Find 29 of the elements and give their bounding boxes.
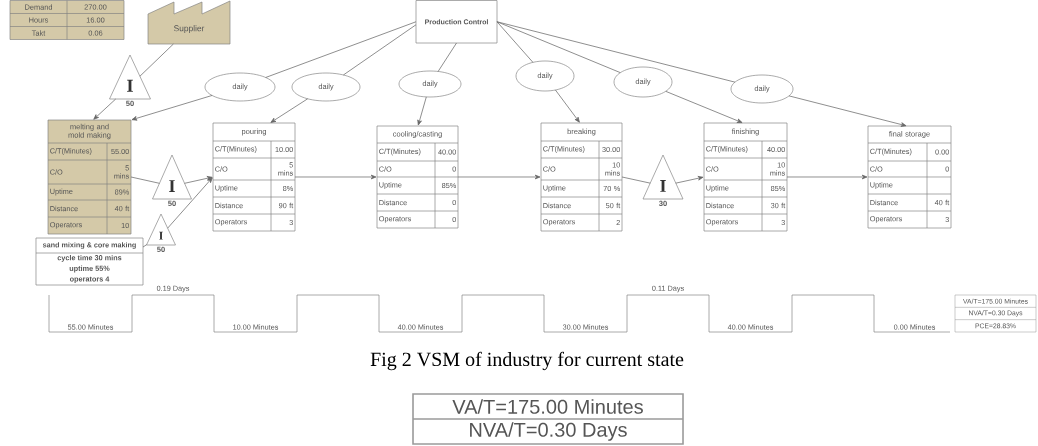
flow-arrow	[788, 95, 907, 127]
flow-arrow	[665, 90, 743, 123]
inventory-triangle: I	[642, 154, 684, 200]
flow-arrow	[675, 176, 704, 184]
flow-arrow	[93, 98, 117, 120]
flow-arrow	[184, 176, 213, 184]
inventory-triangle: I	[152, 154, 192, 200]
flow-arrow	[294, 174, 377, 180]
summary-metric: VA/T=175.00 Minutes	[452, 399, 643, 414]
flow-arrow	[131, 95, 213, 121]
connector-line	[142, 244, 147, 248]
flow-arrow	[555, 89, 580, 123]
connector-line	[437, 42, 457, 72]
connector-line	[496, 21, 736, 83]
summary-metric: NVA/T=0.30 Days	[470, 422, 627, 441]
flow-arrow	[786, 174, 868, 180]
figure-caption: Fig 2 VSM of industry for current state	[370, 351, 684, 371]
flow-arrow	[167, 177, 213, 229]
connector-line	[343, 24, 417, 76]
inventory-triangle: I	[146, 213, 176, 246]
connector-line	[496, 21, 534, 63]
connector-line	[130, 176, 160, 184]
flow-arrow	[457, 174, 541, 180]
connector-line	[265, 21, 417, 78]
flow-arrow	[270, 98, 309, 123]
inventory-triangle: I	[109, 54, 151, 100]
connector-line	[621, 176, 651, 184]
connector-line	[139, 43, 174, 77]
flow-arrow	[417, 96, 427, 126]
